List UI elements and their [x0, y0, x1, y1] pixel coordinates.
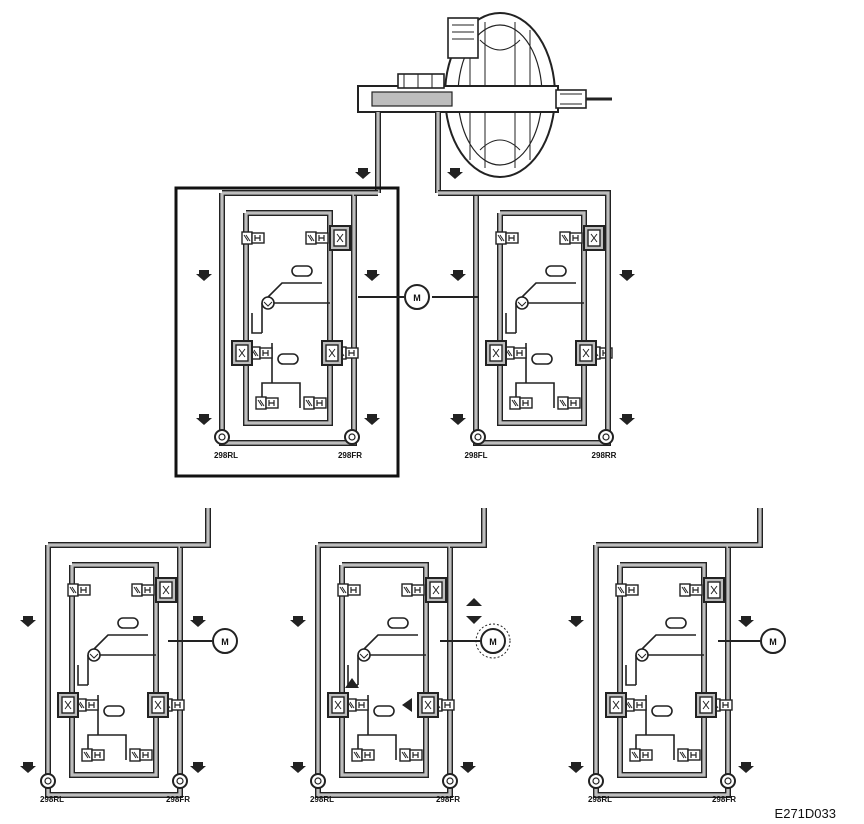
flow-arrows-bottom-2 [345, 598, 482, 712]
wheel-label-rr-top: 298RR [592, 451, 617, 460]
wheel-cylinder-fr-top [344, 429, 360, 445]
circuit-top-left [222, 193, 358, 443]
circuit-bottom-2 [318, 545, 454, 795]
svg-text:M: M [413, 293, 421, 303]
wheel-label-fr-top: 298FR [338, 451, 362, 460]
master-cylinder [357, 73, 612, 113]
wheel-label-fr-b2: 298FR [436, 795, 460, 804]
highlight-frame [174, 186, 400, 478]
svg-text:M: M [489, 637, 497, 647]
wheel-label-rl-b3: 298RL [588, 795, 612, 804]
wheel-label-fl-top: 298FL [464, 451, 487, 460]
wheel-label-fr-b3: 298FR [712, 795, 736, 804]
svg-text:M: M [221, 637, 229, 647]
wheel-label-rl-top: 298RL [214, 451, 238, 460]
wheel-label-rl-b1: 298RL [40, 795, 64, 804]
motor-bottom-3: M [718, 628, 786, 654]
motor-top: M [358, 284, 478, 310]
wheel-label-rl-b2: 298RL [310, 795, 334, 804]
wheel-label-fr-b1: 298FR [166, 795, 190, 804]
svg-text:M: M [769, 637, 777, 647]
wheel-cylinder-fl-top [470, 429, 486, 445]
wheel-cylinder-rr-top [598, 429, 614, 445]
wheel-cylinder-rl-top [214, 429, 230, 445]
figure-id: E271D033 [775, 806, 836, 821]
circuit-bottom-1 [48, 545, 184, 795]
motor-bottom-2-active: M [440, 623, 511, 659]
motor-bottom-1: M [168, 628, 238, 654]
circuit-bottom-3 [596, 545, 732, 795]
circuit-top-right [476, 193, 612, 443]
